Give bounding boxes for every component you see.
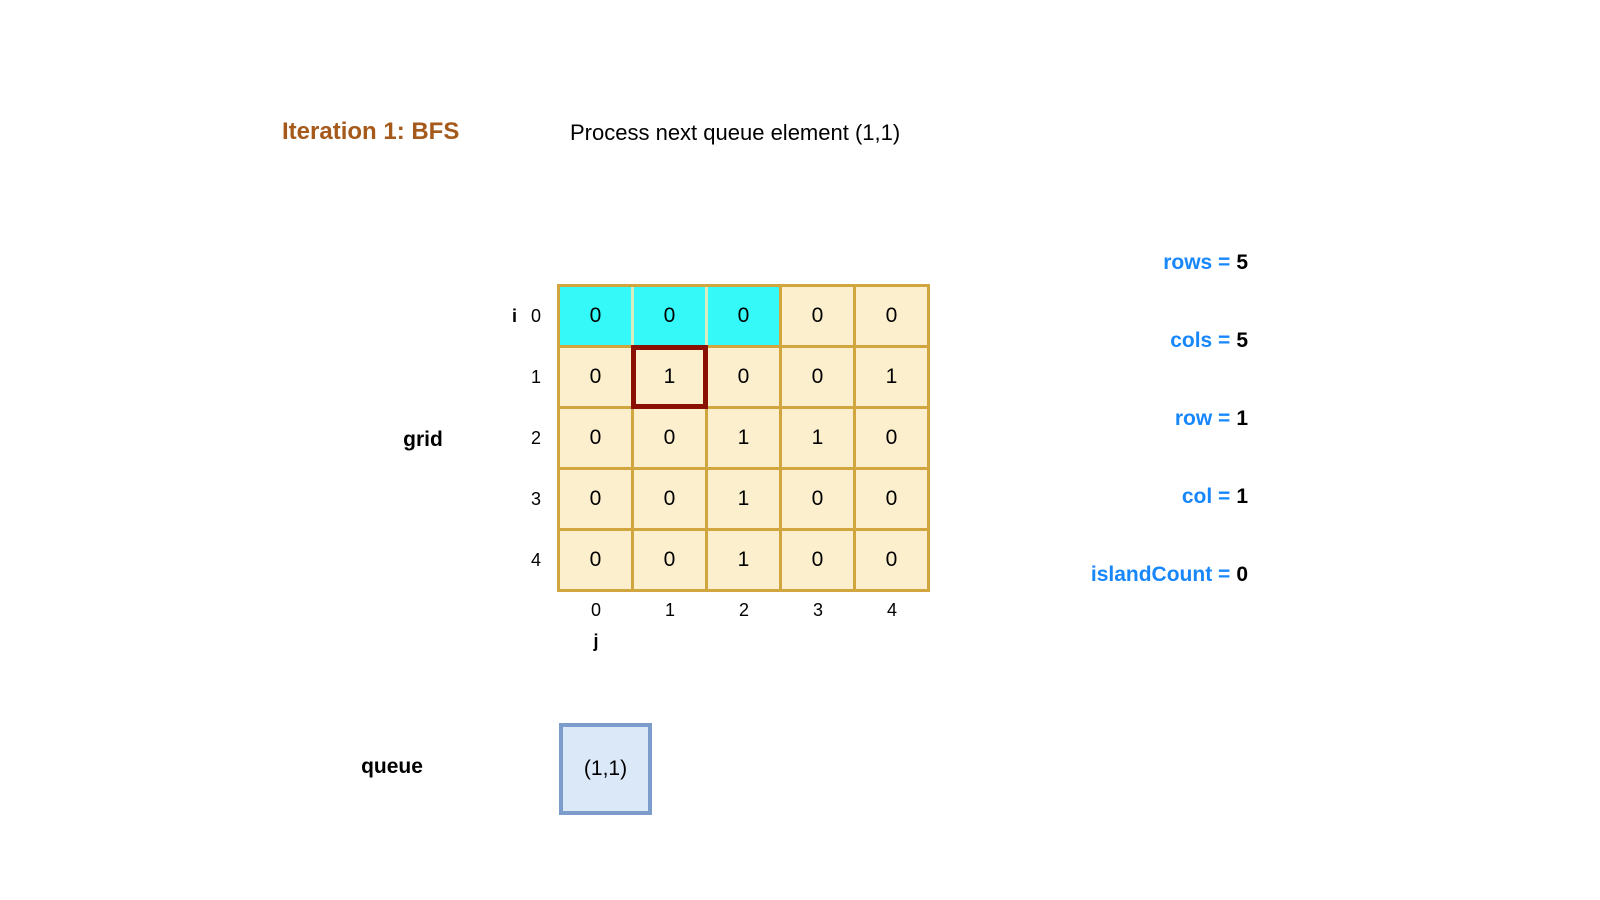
variable-name: cols = [1170,329,1231,352]
grid-cell-2-2: 1 [708,409,779,467]
col-index-2: 2 [738,600,749,620]
queue-label: queue [361,755,423,778]
grid-cell-2-4: 0 [856,409,927,467]
row-index-2: 2 [530,428,541,448]
variable-col: col =1 [1182,485,1248,509]
queue-item-0: (1,1) [559,723,652,815]
grid-cell-2-0: 0 [560,409,631,467]
variable-name: islandCount = [1090,563,1231,586]
grid-cell-4-0: 0 [560,531,631,589]
grid-cell-3-2: 1 [708,470,779,528]
grid-cell-4-1: 0 [634,531,705,589]
variable-rows: rows =5 [1163,251,1248,275]
row-index-0: 0 [530,306,541,326]
variable-value: 5 [1236,251,1248,274]
grid-cell-3-1: 0 [634,470,705,528]
grid-cell-2-3: 1 [782,409,853,467]
queue-items: (1,1) [559,723,652,815]
col-index-1: 1 [664,600,675,620]
col-index-4: 4 [886,600,897,620]
col-index-0: 0 [590,600,601,620]
grid-label: grid [403,428,443,451]
grid-cell-3-3: 0 [782,470,853,528]
row-index-3: 3 [530,489,541,509]
grid-cell-0-1: 0 [634,287,705,345]
col-axis-label: j [593,631,599,651]
variable-value: 1 [1236,407,1248,430]
variable-row: row =1 [1175,407,1248,431]
row-index-4: 4 [530,550,541,570]
variable-name: row = [1174,407,1231,430]
grid-cell-0-2: 0 [708,287,779,345]
grid-cell-3-0: 0 [560,470,631,528]
variable-cols: cols =5 [1170,329,1248,353]
grid-cell-0-3: 0 [782,287,853,345]
grid-cell-4-2: 1 [708,531,779,589]
grid-cell-1-1: 1 [634,348,705,406]
grid-cell-4-4: 0 [856,531,927,589]
grid-cell-1-3: 0 [782,348,853,406]
iteration-title: Iteration 1: BFS [282,118,460,145]
variable-islandCount: islandCount =0 [1091,563,1248,587]
current-cell-highlight [631,345,708,409]
variable-value: 1 [1236,485,1248,508]
grid-cell-1-0: 0 [560,348,631,406]
grid-cell-0-0: 0 [560,287,631,345]
variable-value: 0 [1236,563,1248,586]
row-index-1: 1 [530,367,541,387]
grid-cell-1-2: 0 [708,348,779,406]
grid-cell-3-4: 0 [856,470,927,528]
variable-name: col = [1181,485,1231,508]
grid-cell-0-4: 0 [856,287,927,345]
grid-cell-2-1: 0 [634,409,705,467]
variable-value: 5 [1236,329,1248,352]
step-description: Process next queue element (1,1) [570,120,901,145]
grid-cell-1-4: 1 [856,348,927,406]
grid-cell-4-3: 0 [782,531,853,589]
variable-name: rows = [1163,251,1231,274]
row-axis-label: i [512,306,518,326]
col-index-3: 3 [812,600,823,620]
